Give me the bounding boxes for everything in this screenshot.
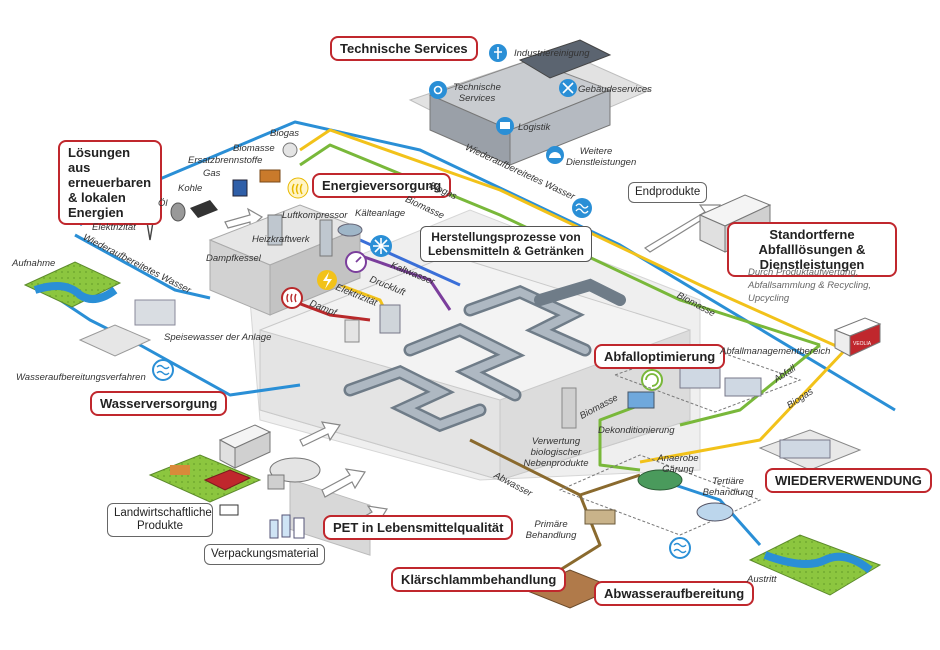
- reuse-warehouse: [758, 429, 862, 471]
- offsite-note-line: Upcycling: [748, 293, 790, 304]
- farm: [148, 454, 262, 516]
- reuse-box[interactable]: WIEDERVERWENDUNG: [765, 468, 932, 493]
- wastewater-treatment-box[interactable]: Abwasseraufbereitung: [594, 581, 755, 606]
- label-oil: Öl: [158, 198, 168, 209]
- technical-services-box[interactable]: Technische Services: [330, 36, 478, 61]
- label-building-services: Gebäudeservices: [578, 84, 652, 95]
- veolia-truck: VEOLIA: [833, 317, 882, 357]
- water-outlet: [748, 534, 882, 596]
- label-biogas: Biogas: [270, 128, 300, 139]
- label-electricity: Elektrizität: [92, 222, 136, 233]
- offsite-note-line: Abfallsammlung & Recycling,: [748, 280, 872, 291]
- tanker-truck: [267, 457, 321, 490]
- label-byproducts: Verwertung biologischer Nebenprodukte: [523, 436, 589, 469]
- label-more-services: Weitere Dienstleistungen: [566, 146, 637, 168]
- energy-plant: [208, 204, 401, 343]
- offsite-waste-box[interactable]: Standortferne Abfalllösungen & Dienstlei…: [727, 222, 897, 277]
- label-cooling-plant: Kälteanlage: [355, 208, 406, 219]
- packaging-material-box[interactable]: Verpackungsmaterial: [204, 544, 326, 565]
- manufacturing-box[interactable]: Herstellungsprozesse von Lebensmitteln &…: [420, 226, 592, 262]
- label-primary: Primäre Behandlung: [525, 519, 577, 541]
- logistics-icon: [496, 117, 514, 135]
- conveyor-lines: [343, 278, 626, 433]
- label-cogeneration: Heizkraftwerk: [252, 234, 310, 245]
- energy-supply-box[interactable]: Energieversorgung: [312, 173, 452, 198]
- steam-icon: [281, 287, 303, 309]
- water-intake: [23, 261, 176, 357]
- label-biomass: Biomasse: [233, 143, 275, 154]
- label-steam-boiler: Dampfkessel: [206, 253, 261, 264]
- recycled-water-icon: [572, 198, 592, 218]
- offsite-note: Durch Produktaufwertung, Abfallsammlung …: [748, 266, 871, 305]
- label-outlet: Austritt: [747, 574, 777, 585]
- label-substitute-fuels: Ersatzbrennstoffe: [188, 155, 263, 166]
- label-coal: Kohle: [178, 183, 203, 194]
- label-air-compressor: Luftkompressor: [282, 210, 348, 221]
- industrial-cleaning-icon: [489, 44, 507, 62]
- wastewater-plant: [523, 454, 762, 609]
- agricultural-products-box[interactable]: Landwirtschaftliche Produkte: [107, 503, 213, 537]
- pressure-gauge-icon: [345, 251, 367, 273]
- waste-optimization-box[interactable]: Abfalloptimierung: [594, 344, 726, 369]
- truck-brand-text: VEOLIA: [853, 341, 872, 347]
- tools-icon: [559, 79, 577, 97]
- renewable-energy-assets: [142, 142, 298, 241]
- label-logistics: Logistik: [518, 122, 551, 133]
- label-anaerobic: Anaerobe Gärung: [657, 453, 699, 475]
- label-gas: Gas: [203, 168, 221, 179]
- box-truck: [218, 424, 272, 469]
- label-water-treatment-process: Wasseraufbereitungsverfahren: [16, 372, 146, 383]
- label-deconditioning: Dekonditionierung: [598, 425, 675, 436]
- renewables-box[interactable]: Lösungen aus erneuerbaren & lokalen Ener…: [58, 140, 162, 225]
- label-intake: Aufnahme: [12, 258, 56, 269]
- label-technical-services-bldg: Technische Services: [453, 82, 501, 104]
- end-products-box[interactable]: Endprodukte: [628, 182, 708, 203]
- recycle-icon: [641, 369, 663, 391]
- label-tertiary: Tertiäre Behandlung: [702, 476, 754, 498]
- water-wave-icon: [669, 537, 691, 559]
- gear-icon: [429, 81, 447, 99]
- sludge-treatment-box[interactable]: Klärschlammbehandlung: [391, 567, 567, 592]
- label-feed-water: Speisewasser der Anlage: [164, 332, 272, 343]
- water-supply-box[interactable]: Wasserversorgung: [90, 391, 228, 416]
- heat-icon: [287, 177, 309, 199]
- snowflake-icon: [370, 235, 392, 257]
- packaging-items: [269, 514, 305, 539]
- waste-management-area: [561, 344, 802, 429]
- water-wave-icon: [152, 359, 174, 381]
- technical-services-building: [428, 39, 612, 166]
- offsite-note-line: Durch Produktaufwertung,: [748, 267, 859, 278]
- process-arrows: [224, 204, 721, 535]
- pet-box[interactable]: PET in Lebensmittelqualität: [323, 515, 514, 540]
- lightning-icon: [317, 270, 337, 290]
- label-industrial-cleaning: Industriereinigung: [514, 48, 590, 59]
- label-waste-mgmt-area: Abfallmanagementbereich: [720, 346, 831, 357]
- worker-helmet-icon: [546, 146, 564, 164]
